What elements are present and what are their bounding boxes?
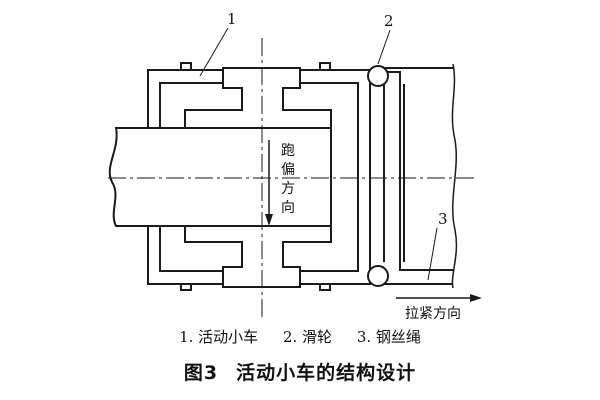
legend-item-trolley: 1. 活动小车 (179, 328, 259, 346)
deviation-direction-char-2: 偏 (281, 162, 295, 178)
caption-number: 图3 (183, 362, 219, 384)
deviation-direction-char-1: 跑 (281, 143, 295, 159)
tension-arrowhead (470, 294, 482, 302)
leader-line-1 (199, 27, 229, 77)
deviation-arrowhead (265, 214, 273, 226)
conveyor-belt (108, 127, 332, 227)
label-number-1: 1 (227, 10, 237, 28)
wheel-bolt-top-right (319, 62, 331, 71)
deviation-direction-char-4: 向 (281, 200, 295, 216)
figure-legend: 1. 活动小车 2. 滑轮 3. 钢丝绳 (0, 326, 600, 347)
legend-item-wire-rope: 3. 钢丝绳 (356, 328, 421, 346)
leader-line-2 (377, 29, 391, 65)
wire-rope (372, 67, 453, 285)
tension-direction-label: 拉紧方向 (405, 306, 461, 322)
deviation-direction-char-3: 方 (281, 181, 295, 197)
legend-item-pulley: 2. 滑轮 (282, 328, 333, 346)
caption-title: 活动小车的结构设计 (236, 362, 417, 384)
label-number-2: 2 (384, 12, 394, 30)
pulley-bottom (367, 265, 389, 287)
wheel-bolt-bottom-left (180, 283, 192, 291)
wheel-bolt-top-left (180, 62, 192, 71)
pulley-top (367, 65, 389, 87)
rope-break-line (451, 63, 458, 289)
wheel-bolt-bottom-right (319, 283, 331, 291)
label-number-3: 3 (438, 210, 448, 228)
figure-caption: 图3 活动小车的结构设计 (0, 358, 600, 385)
leader-line-3 (427, 227, 438, 281)
